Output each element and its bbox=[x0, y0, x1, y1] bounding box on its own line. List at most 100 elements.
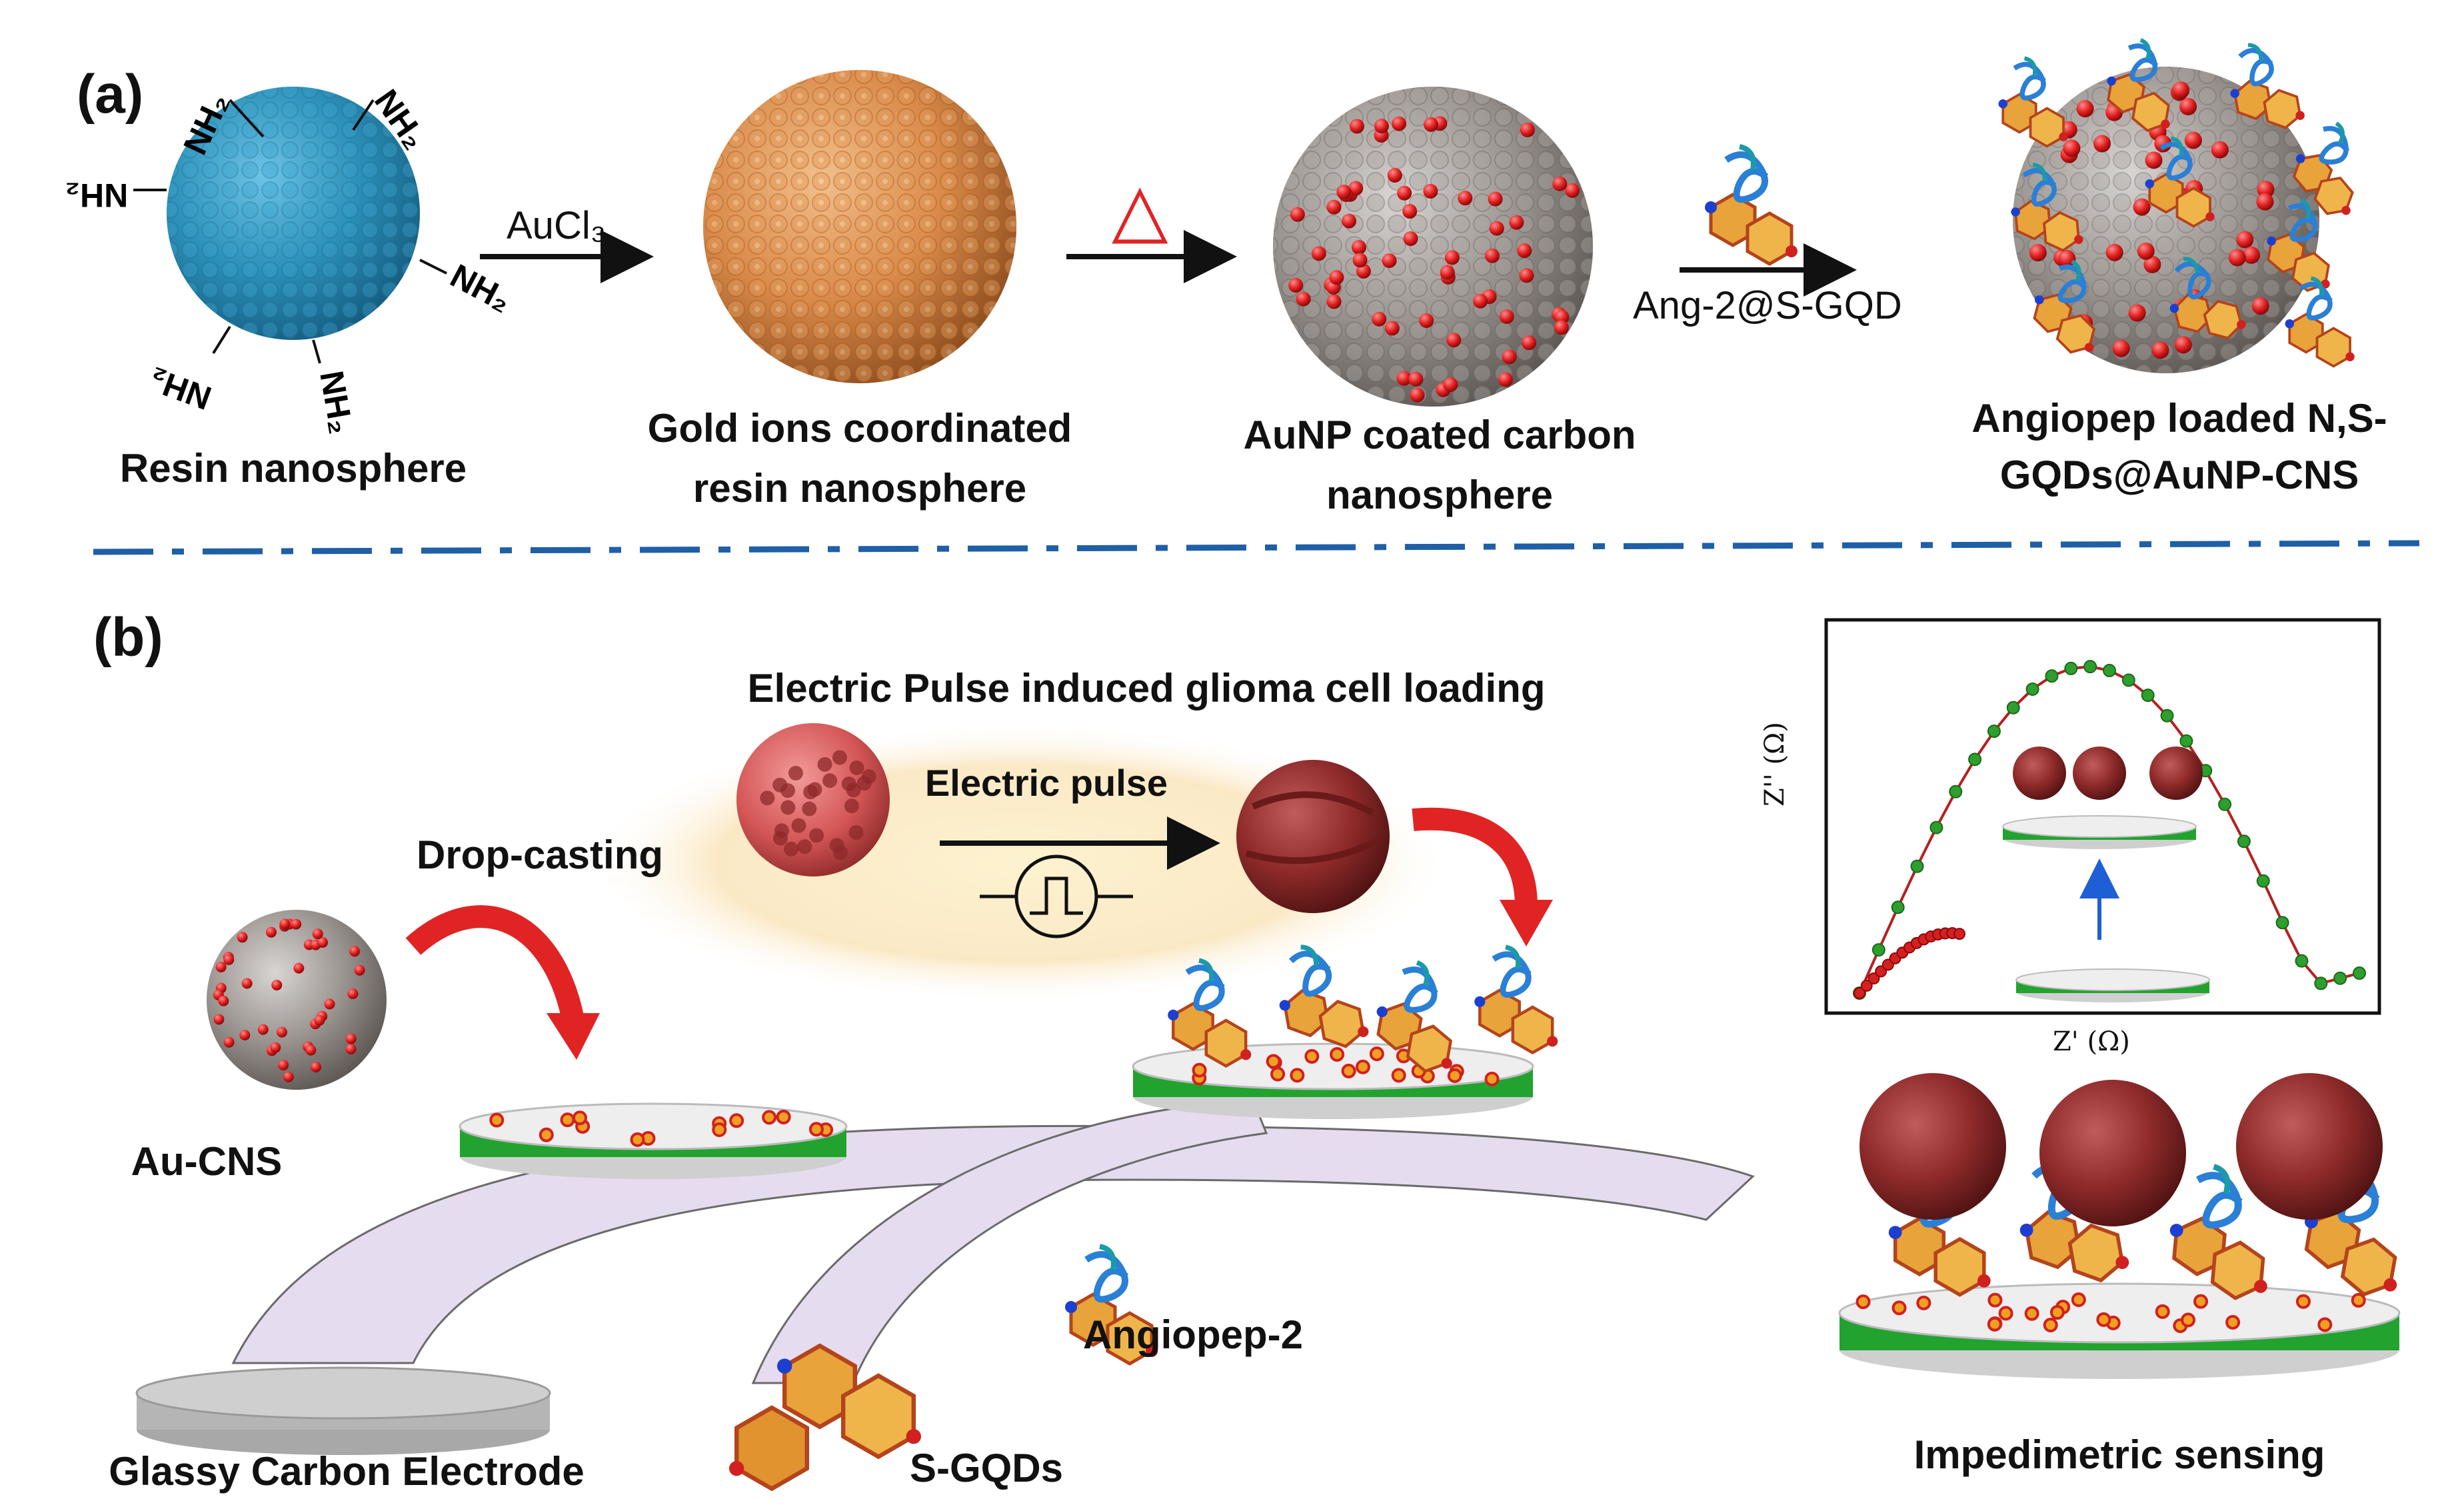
nyquist-point-after bbox=[2237, 834, 2251, 848]
aunp-dot bbox=[1288, 278, 1304, 293]
gold-ions-label-1: Gold ions coordinated bbox=[647, 406, 1072, 451]
cell-pit bbox=[849, 760, 864, 775]
aunp-dot bbox=[1423, 183, 1438, 199]
electrode-dot bbox=[1855, 1294, 1871, 1310]
cell-pit bbox=[844, 798, 859, 814]
aunp-dot bbox=[1565, 183, 1580, 198]
ligand-mark bbox=[1474, 947, 1558, 1052]
glassy-carbon-electrode bbox=[135, 1366, 551, 1455]
nyquist-point-after bbox=[1987, 725, 2001, 739]
glioma-cell-before bbox=[736, 723, 890, 876]
electrode-dot bbox=[808, 1122, 824, 1137]
electrode-dot bbox=[489, 1112, 505, 1128]
aunp-dot bbox=[293, 962, 305, 974]
aunp-dot bbox=[1554, 320, 1569, 335]
nyquist-point-after bbox=[2353, 966, 2366, 980]
sensing-label: Impedimetric sensing bbox=[1913, 1432, 2325, 1477]
aunp-dot bbox=[345, 1043, 357, 1054]
aunp-dot bbox=[1519, 268, 1534, 283]
aunp-dot bbox=[2174, 336, 2192, 354]
sensing-cells bbox=[1859, 1073, 2383, 1226]
electrode-dot bbox=[1369, 1046, 1384, 1062]
nyquist-point-after bbox=[2025, 682, 2039, 696]
aunp-dot bbox=[1446, 333, 1462, 348]
electrode-dot bbox=[2225, 1314, 2241, 1330]
electrode-dot bbox=[1304, 1048, 1320, 1064]
ang2-sgqd-icon bbox=[1705, 147, 1798, 264]
aunp-dot bbox=[1509, 215, 1524, 230]
cell-pit bbox=[802, 801, 817, 816]
au-cns-label: Au-CNS bbox=[131, 1139, 283, 1184]
electrode-dot bbox=[1355, 1059, 1370, 1074]
cell-pit bbox=[822, 773, 838, 788]
ang2-sgqd-label: Ang-2@S-GQD bbox=[1633, 284, 1902, 327]
nyquist-ylabel: Z'' (Ω) bbox=[1760, 722, 1790, 806]
nyquist-point-after bbox=[2064, 661, 2078, 675]
aunp-dot bbox=[241, 978, 253, 989]
nh2-group-3: NH₂ bbox=[65, 177, 128, 214]
nyquist-point-after bbox=[2256, 874, 2270, 888]
aunp-dot bbox=[2211, 141, 2229, 159]
glioma-cell-after bbox=[1236, 760, 1390, 913]
aunp-dot bbox=[2143, 255, 2161, 273]
nyquist-point-after bbox=[2141, 689, 2155, 703]
nyquist-point-after bbox=[2160, 709, 2174, 723]
cell-pit bbox=[817, 756, 832, 772]
panel-a-letter: (a) bbox=[77, 64, 144, 125]
aunp-dot bbox=[1410, 387, 1425, 403]
aunp-dot bbox=[283, 1071, 294, 1082]
nyquist-point-after bbox=[1968, 753, 1982, 766]
nyquist-point-before bbox=[1860, 979, 1873, 992]
nh2-group-4: NH₂ bbox=[445, 257, 518, 319]
electrode-dot bbox=[729, 1113, 744, 1128]
aunp-dot bbox=[1290, 207, 1305, 222]
aunp-dot bbox=[2228, 249, 2246, 267]
aunp-dot bbox=[1402, 204, 1418, 219]
gce-label: Glassy Carbon Electrode bbox=[109, 1449, 585, 1494]
electrode-dot bbox=[1290, 1068, 1305, 1083]
electrode-dot bbox=[1987, 1292, 2003, 1308]
aunp-carbon-nanosphere bbox=[1273, 87, 1593, 407]
aunp-dot bbox=[1440, 265, 1455, 280]
electrode-dot bbox=[2043, 1318, 2058, 1333]
heat-symbol: △ bbox=[1112, 169, 1168, 251]
aunp-dot bbox=[215, 961, 227, 972]
aunp-dot bbox=[1311, 246, 1326, 261]
sgqd-icon bbox=[729, 1343, 921, 1492]
aunp-dot bbox=[1498, 372, 1514, 387]
aunp-dot bbox=[2029, 244, 2047, 262]
electrode-dot bbox=[2071, 1292, 2086, 1308]
aunp-dot bbox=[1489, 221, 1504, 236]
nyquist-point-after bbox=[2295, 954, 2309, 968]
aunp-dot bbox=[1329, 270, 1344, 285]
electrode-dot bbox=[1484, 1071, 1500, 1086]
electrode-dot bbox=[1987, 1316, 2002, 1332]
electrode-dot bbox=[539, 1127, 554, 1142]
electrode-dot bbox=[2024, 1306, 2039, 1321]
electrode-dot bbox=[1341, 1063, 1356, 1078]
aunp-dot bbox=[2112, 339, 2130, 357]
electrode-dot bbox=[1447, 1068, 1462, 1083]
nyquist-point-after bbox=[2179, 734, 2193, 748]
resin-label: Resin nanosphere bbox=[119, 446, 467, 491]
nyquist-point-after bbox=[1871, 943, 1885, 957]
panel-b-letter: (b) bbox=[93, 607, 163, 668]
nh2-group-5: NH₂ bbox=[144, 361, 216, 417]
aunp-dot bbox=[349, 946, 361, 957]
cell-pit bbox=[772, 830, 788, 846]
inset-electrodes bbox=[2002, 747, 2210, 1002]
electric-pulse-label: Electric pulse bbox=[924, 762, 1168, 804]
aunp-dot bbox=[1473, 293, 1488, 309]
electrode-dot bbox=[1270, 1066, 1286, 1082]
aunp-dot bbox=[1444, 250, 1460, 265]
aunp-dot bbox=[1397, 185, 1412, 201]
aunp-dot bbox=[1326, 199, 1342, 215]
aunp-dot bbox=[1419, 313, 1434, 328]
aunp-dot bbox=[223, 1036, 235, 1048]
aunp-dot bbox=[2172, 81, 2190, 99]
aunp-dot bbox=[1342, 213, 1357, 229]
aunp-dot bbox=[1396, 371, 1412, 386]
aunp-dot bbox=[310, 1062, 321, 1073]
aunp-dot bbox=[239, 1030, 251, 1041]
